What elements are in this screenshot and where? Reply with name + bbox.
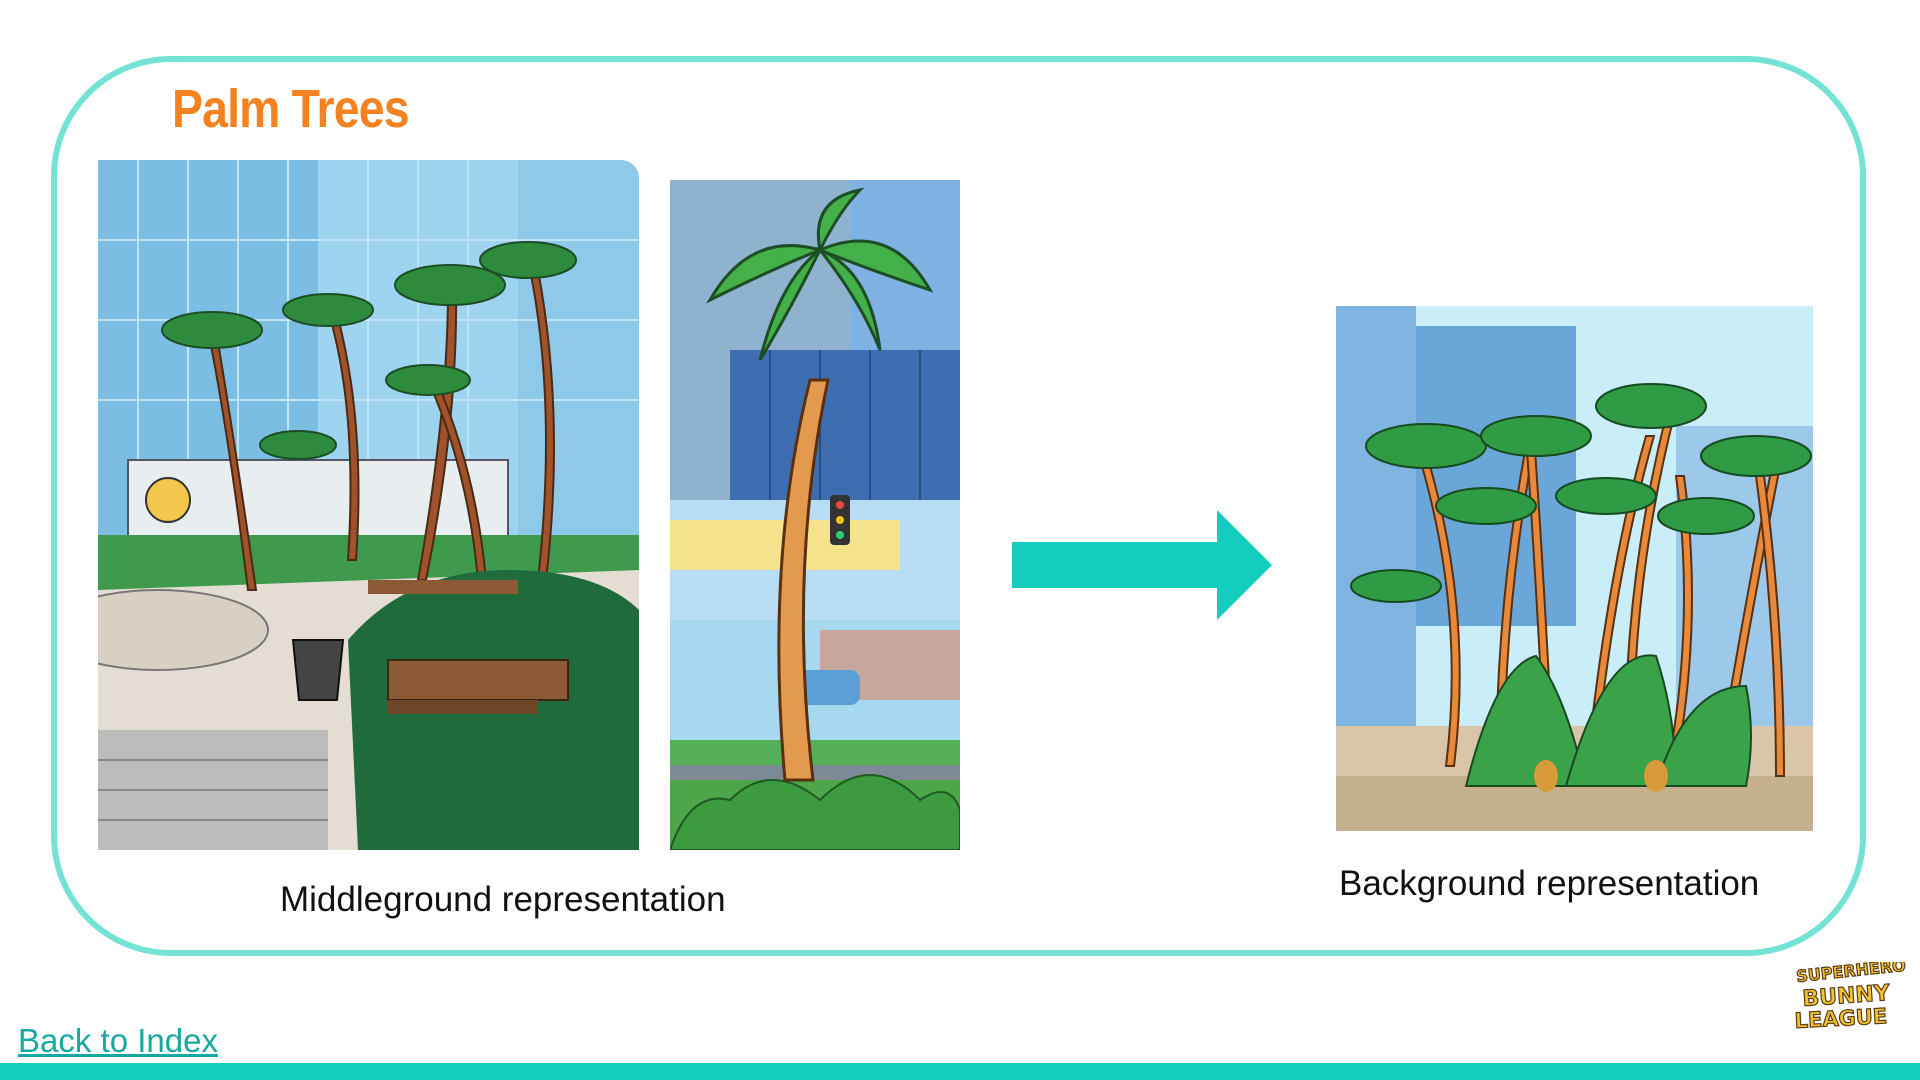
background-palms-image <box>1336 306 1813 831</box>
middleground-single-palm-image <box>670 180 960 850</box>
right-arrow-icon <box>1012 510 1272 620</box>
svg-text:SUPERHERO: SUPERHERO <box>1795 962 1906 986</box>
svg-text:LEAGUE: LEAGUE <box>1794 1004 1888 1033</box>
page-title: Palm Trees <box>172 79 410 139</box>
back-to-index-link[interactable]: Back to Index <box>18 1022 218 1059</box>
superhero-bunny-league-logo: SUPERHERO BUNNY LEAGUE <box>1793 962 1907 1034</box>
bottom-bar <box>0 1063 1920 1080</box>
middleground-plaza-image <box>98 160 639 850</box>
middleground-caption: Middleground representation <box>280 880 726 919</box>
background-caption: Background representation <box>1339 864 1760 903</box>
content-frame <box>51 56 1866 956</box>
